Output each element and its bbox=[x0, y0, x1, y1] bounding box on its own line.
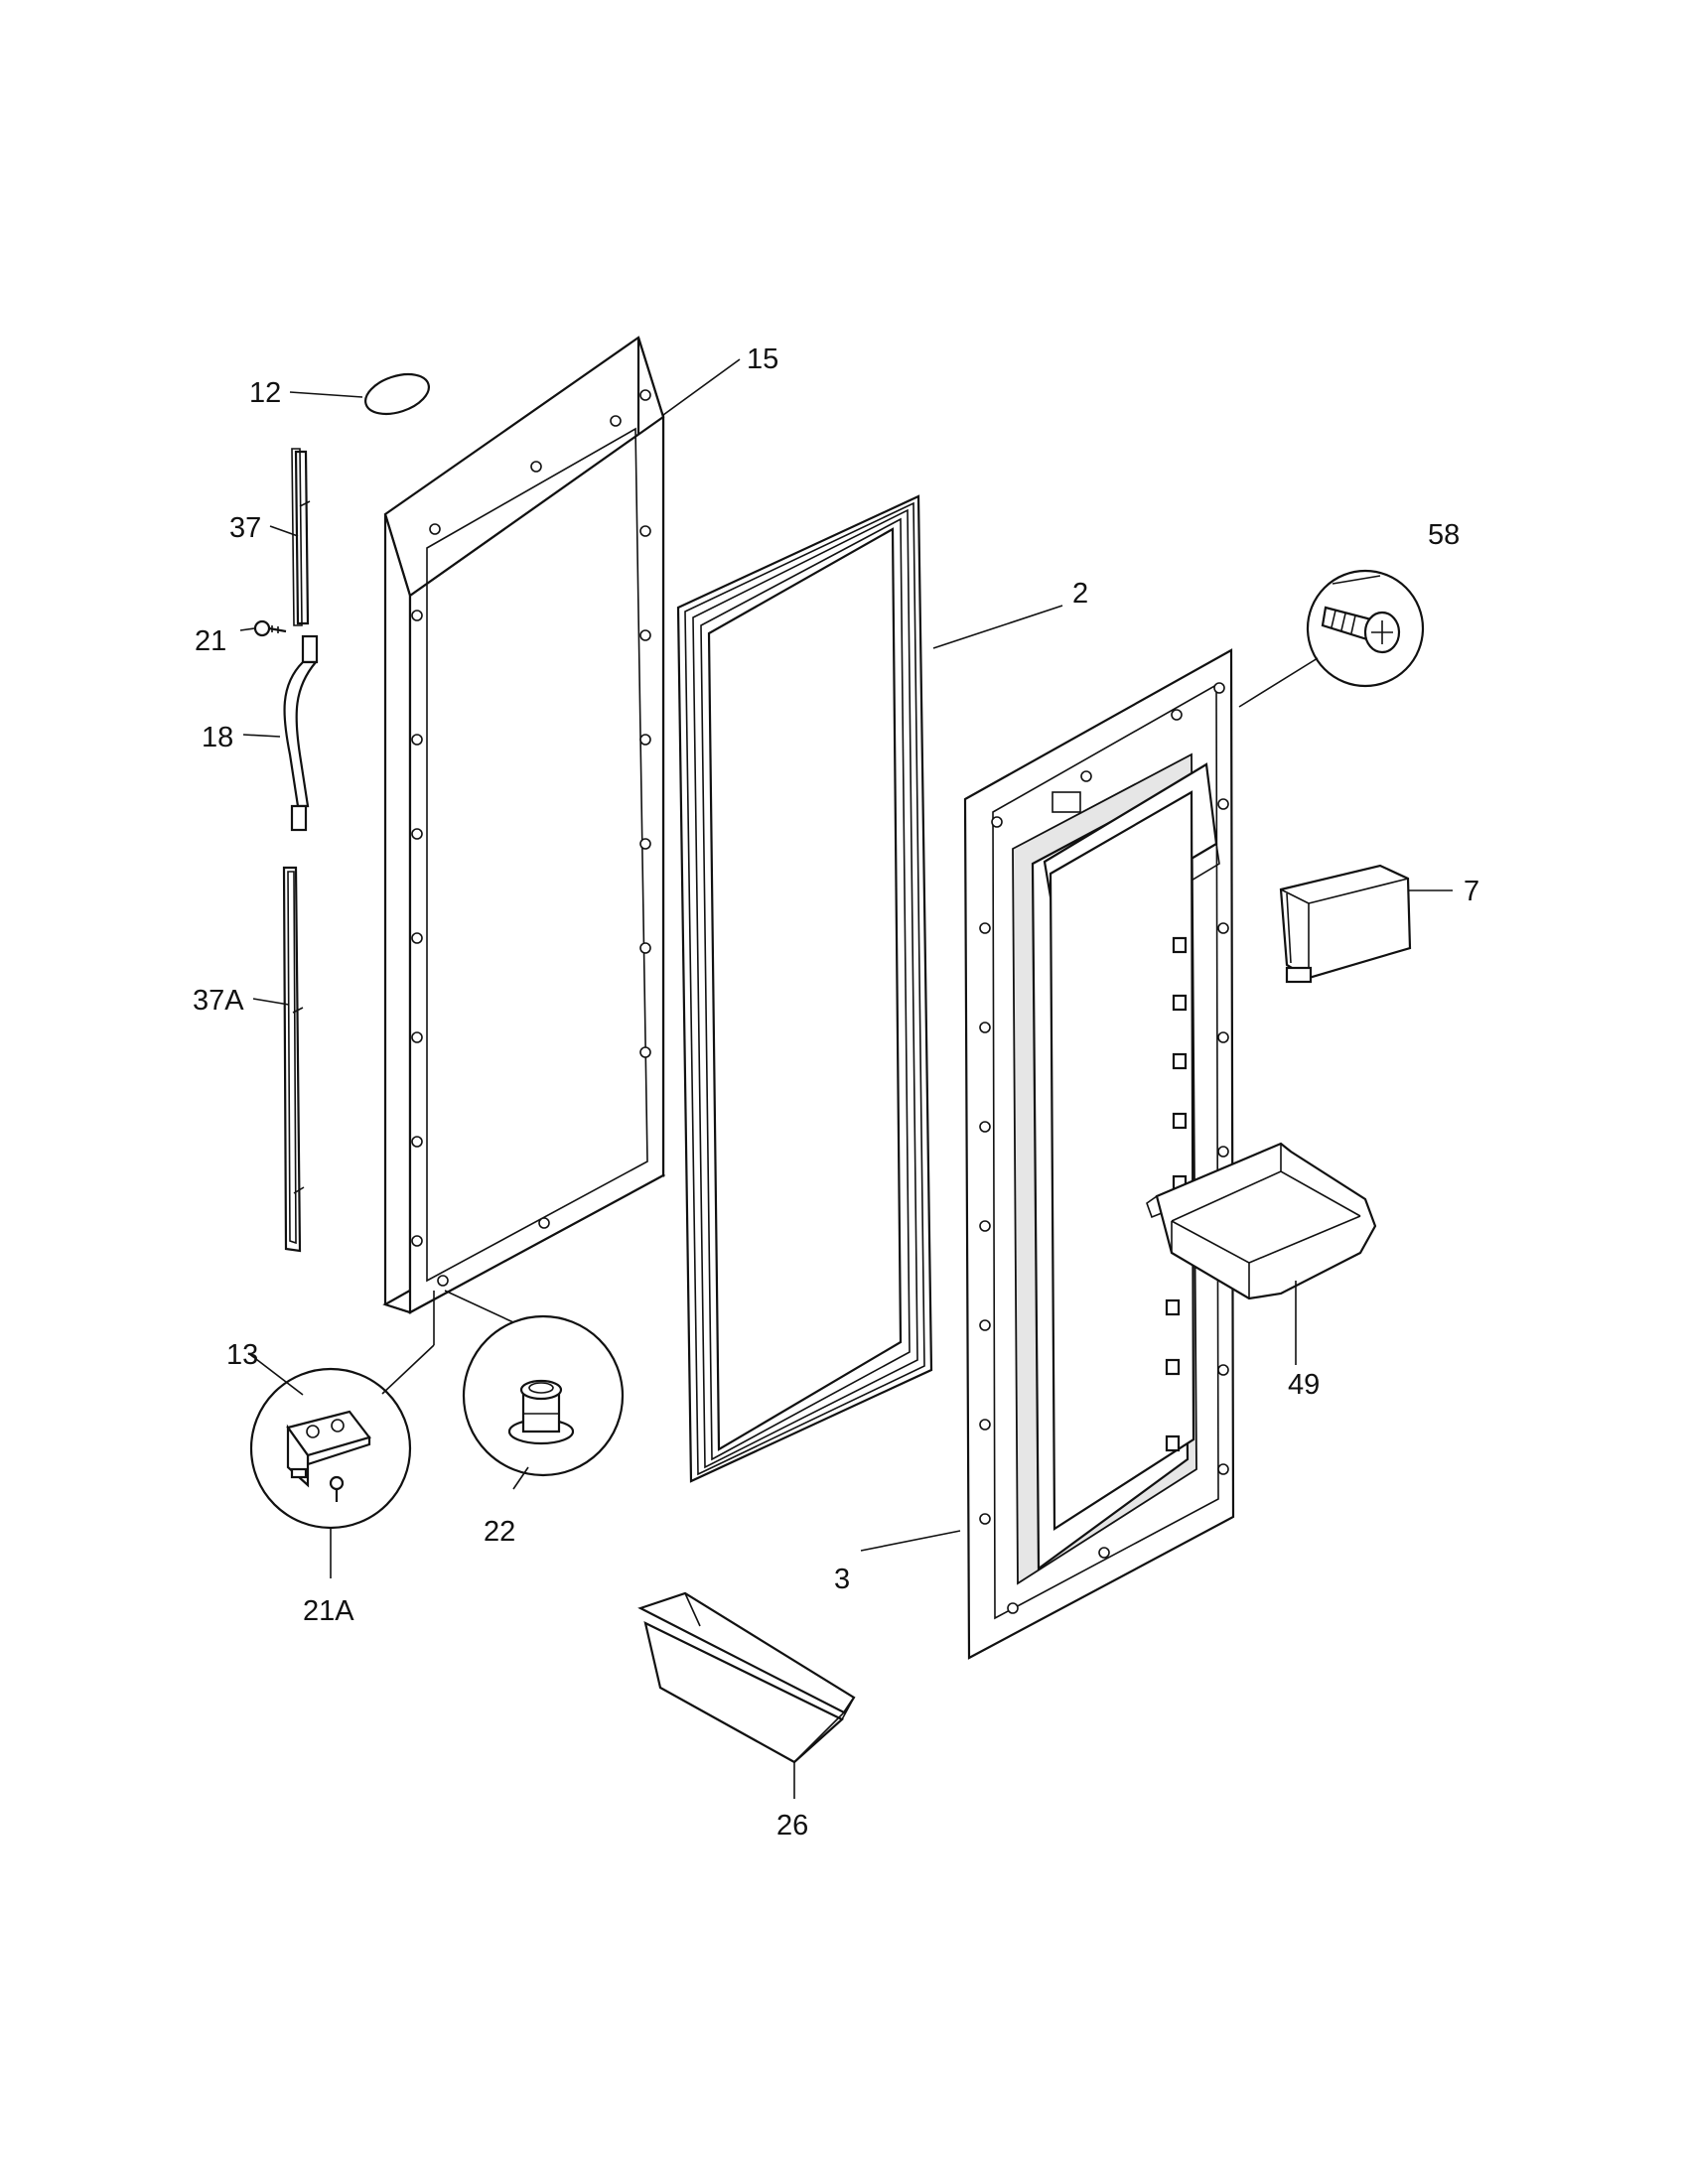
label-26: 26 bbox=[776, 1810, 808, 1842]
label-37: 37 bbox=[229, 512, 261, 544]
part-18-door-handle bbox=[283, 634, 319, 832]
label-3: 3 bbox=[834, 1564, 850, 1595]
label-21: 21 bbox=[195, 625, 226, 657]
part-26-butter-bin bbox=[637, 1591, 856, 1764]
part-2-door-gasket bbox=[676, 494, 933, 1483]
frame-15-holes bbox=[411, 389, 651, 1287]
label-21a: 21A bbox=[303, 1595, 354, 1627]
label-15: 15 bbox=[747, 343, 778, 375]
liner-holes bbox=[979, 682, 1229, 1614]
part-37-top-trim bbox=[291, 448, 311, 626]
part-3-door-liner bbox=[963, 648, 1235, 1660]
part-12-plug bbox=[364, 372, 430, 416]
part-21-screw bbox=[253, 619, 287, 637]
part-number-labels: 12 15 37 21 18 37A 2 58 7 49 13 21A 22 3… bbox=[193, 343, 1479, 1842]
part-37a-bottom-trim bbox=[282, 866, 305, 1253]
leader-lines bbox=[239, 358, 1453, 1799]
label-2: 2 bbox=[1072, 578, 1088, 610]
label-58: 58 bbox=[1428, 519, 1460, 551]
part-7-cover bbox=[1279, 864, 1412, 984]
part-22-bushing-callout bbox=[462, 1314, 625, 1477]
part-21a-hinge-callout bbox=[249, 1367, 412, 1530]
label-7: 7 bbox=[1464, 876, 1479, 907]
label-49: 49 bbox=[1288, 1369, 1320, 1401]
part-15-door-frame bbox=[382, 336, 666, 1314]
label-22: 22 bbox=[484, 1516, 515, 1548]
label-12: 12 bbox=[249, 377, 281, 409]
label-13: 13 bbox=[226, 1339, 258, 1371]
part-49-door-bin bbox=[1146, 1142, 1377, 1300]
part-58-screw-callout bbox=[1306, 569, 1425, 688]
label-37a: 37A bbox=[193, 985, 244, 1017]
label-18: 18 bbox=[202, 722, 233, 753]
